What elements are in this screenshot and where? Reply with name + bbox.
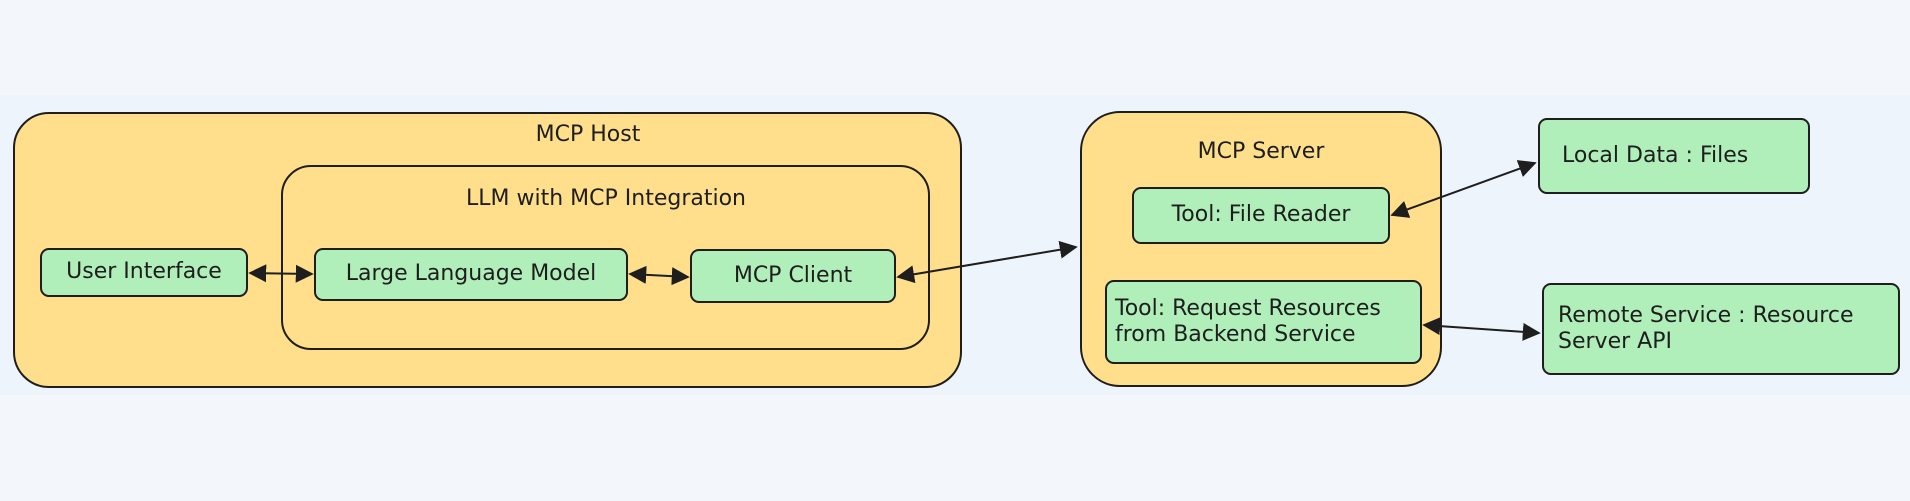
- mcp-client-label: MCP Client: [733, 262, 853, 288]
- mcp-client-node: MCP Client: [690, 249, 896, 303]
- arrow-request-remote-service: [1422, 317, 1541, 341]
- arrow-llm-client: [628, 265, 690, 286]
- large-language-model-node: Large Language Model: [314, 248, 628, 301]
- tool-request-resources-node: Tool: Request Resources from Backend Ser…: [1105, 280, 1422, 364]
- arrow-file-reader-local-data: [1390, 160, 1537, 218]
- mcp-host-title: MCP Host: [535, 122, 641, 147]
- user-interface-label: User Interface: [66, 259, 222, 285]
- llm-integration-title: LLM with MCP Integration: [466, 186, 746, 211]
- tool-request-resources-line2: from Backend Service: [1115, 322, 1356, 347]
- mcp-server-title: MCP Server: [1197, 139, 1325, 164]
- arrow-ui-llm: [248, 264, 314, 283]
- arrow-client-server: [896, 240, 1078, 284]
- remote-service-node: Remote Service : Resource Server API: [1542, 283, 1900, 375]
- local-data-files-label: Local Data : Files: [1562, 142, 1749, 168]
- tool-file-reader-node: Tool: File Reader: [1132, 187, 1390, 244]
- remote-service-line1: Remote Service : Resource: [1558, 302, 1854, 328]
- tool-request-resources-line1: Tool: Request Resources: [1115, 295, 1381, 321]
- remote-service-line2: Server API: [1558, 329, 1672, 354]
- user-interface-node: User Interface: [40, 248, 248, 297]
- large-language-model-label: Large Language Model: [345, 261, 597, 287]
- local-data-files-node: Local Data : Files: [1538, 118, 1810, 194]
- tool-file-reader-label: Tool: File Reader: [1171, 202, 1351, 228]
